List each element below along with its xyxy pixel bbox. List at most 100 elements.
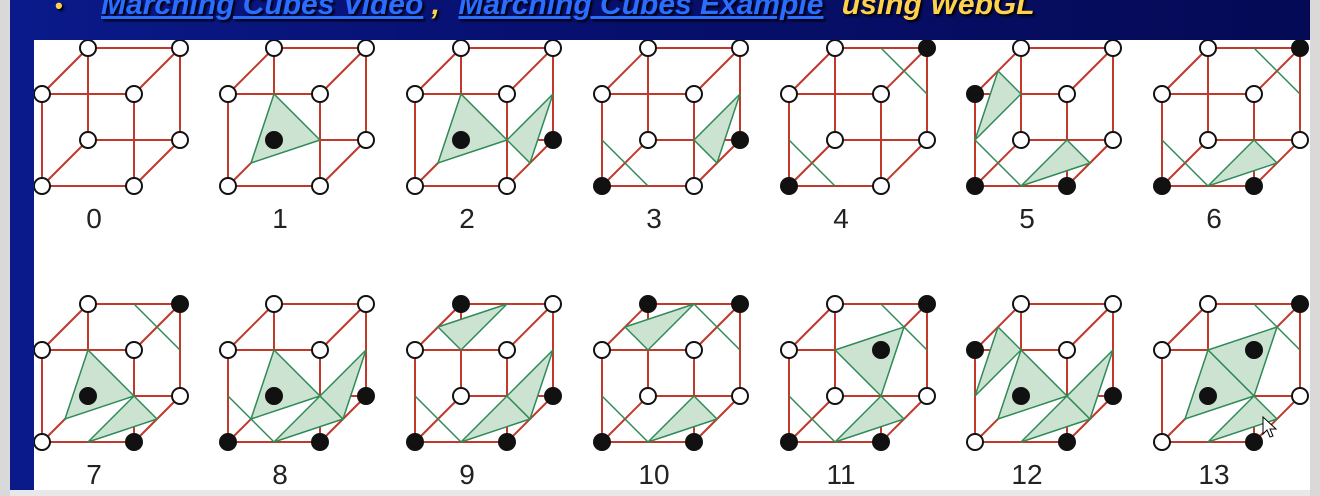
vertex-outside — [498, 177, 516, 195]
vertex-outside — [406, 85, 424, 103]
isosurface-triangle — [601, 139, 649, 187]
vertex-inside — [79, 387, 97, 405]
vertex-inside — [966, 85, 984, 103]
header-tail-text: using WebGL — [841, 0, 1035, 21]
vertex-outside — [639, 40, 657, 57]
vertex-outside — [1199, 295, 1217, 313]
vertex-outside — [826, 387, 844, 405]
isosurface-triangle — [788, 139, 836, 187]
isosurface-triangle — [693, 303, 741, 351]
vertex-outside — [1153, 85, 1171, 103]
vertex-outside — [1104, 131, 1122, 149]
cube-edge — [1161, 47, 1209, 95]
cube-edge — [788, 303, 836, 351]
case-number-label: 6 — [1206, 203, 1222, 234]
cube-edge — [227, 303, 275, 351]
vertex-inside — [544, 131, 562, 149]
vertex-outside — [79, 131, 97, 149]
vertex-outside — [872, 177, 890, 195]
isosurface-triangle — [318, 349, 367, 421]
vertex-outside — [219, 85, 237, 103]
isosurface-triangle — [249, 92, 322, 165]
cube-edge — [227, 47, 275, 95]
vertex-outside — [1199, 131, 1217, 149]
cube-edge — [41, 139, 89, 187]
vertex-outside — [357, 295, 375, 313]
case-number-label: 8 — [272, 459, 288, 490]
vertex-outside — [452, 40, 470, 57]
cube-edge — [601, 47, 649, 95]
vertex-outside — [918, 387, 936, 405]
cube-edge — [1161, 303, 1209, 351]
bottom-frame — [10, 490, 1310, 496]
vertex-outside — [1058, 85, 1076, 103]
isosurface-triangle — [133, 303, 181, 351]
vertex-inside — [593, 433, 611, 451]
vertex-inside — [966, 341, 984, 359]
cube-edge — [1066, 47, 1114, 95]
vertex-inside — [872, 341, 890, 359]
cube-edge — [1066, 303, 1114, 351]
vertex-outside — [639, 131, 657, 149]
marching-cubes-example-link[interactable]: Marching Cubes Example — [458, 0, 824, 21]
cube-case-3: 3 — [593, 40, 749, 234]
vertex-inside — [1245, 341, 1263, 359]
vertex-inside — [498, 433, 516, 451]
case-number-label: 10 — [638, 459, 669, 490]
vertex-outside — [125, 85, 143, 103]
isosurface-triangle — [1207, 394, 1279, 443]
isosurface-triangle — [1253, 303, 1301, 351]
vertex-inside — [265, 387, 283, 405]
vertex-inside — [1058, 177, 1076, 195]
vertex-inside — [1104, 387, 1122, 405]
cube-edge — [133, 139, 181, 187]
vertex-outside — [918, 131, 936, 149]
cube-edge — [41, 303, 89, 351]
vertex-outside — [1245, 85, 1263, 103]
vertex-outside — [406, 177, 424, 195]
vertex-inside — [780, 433, 798, 451]
cube-case-12: 12 — [966, 295, 1122, 490]
vertex-inside — [1245, 433, 1263, 451]
vertex-outside — [1012, 131, 1030, 149]
isosurface-triangle — [880, 303, 928, 351]
vertex-outside — [1104, 40, 1122, 57]
cube-case-8: 8 — [219, 295, 375, 490]
cube-case-6: 6 — [1153, 40, 1309, 234]
vertex-inside — [1291, 295, 1309, 313]
cube-case-13: 13 — [1153, 295, 1309, 490]
vertex-inside — [731, 131, 749, 149]
cube-edge — [414, 47, 462, 95]
vertex-inside — [1012, 387, 1030, 405]
vertex-inside — [265, 131, 283, 149]
cube-edge — [319, 47, 367, 95]
vertex-outside — [685, 341, 703, 359]
vertex-outside — [125, 177, 143, 195]
vertex-inside — [872, 433, 890, 451]
vertex-outside — [79, 40, 97, 57]
isosurface-triangle — [87, 394, 159, 443]
cube-case-10: 10 — [593, 295, 749, 490]
cube-case-9: 9 — [406, 295, 562, 490]
case-number-label: 11 — [826, 459, 855, 490]
vertex-inside — [593, 177, 611, 195]
isosurface-triangle — [1207, 138, 1279, 187]
isosurface-triangle — [1161, 139, 1209, 187]
vertex-inside — [1199, 387, 1217, 405]
isosurface-triangle — [692, 93, 741, 165]
marching-cubes-video-link[interactable]: Marching Cubes Video — [101, 0, 424, 21]
window-frame-left — [0, 0, 10, 496]
vertex-outside — [34, 341, 51, 359]
vertex-inside — [357, 387, 375, 405]
vertex-inside — [685, 433, 703, 451]
cube-edge — [133, 47, 181, 95]
cube-edge — [693, 47, 741, 95]
vertex-outside — [1153, 433, 1171, 451]
cube-case-4: 4 — [780, 40, 936, 234]
vertex-outside — [498, 85, 516, 103]
slide-header: • Marching Cubes Video , Marching Cubes … — [55, 0, 1035, 32]
case-number-label: 9 — [459, 459, 475, 490]
vertex-outside — [731, 40, 749, 57]
case-number-label: 4 — [833, 203, 849, 234]
vertex-outside — [1291, 387, 1309, 405]
